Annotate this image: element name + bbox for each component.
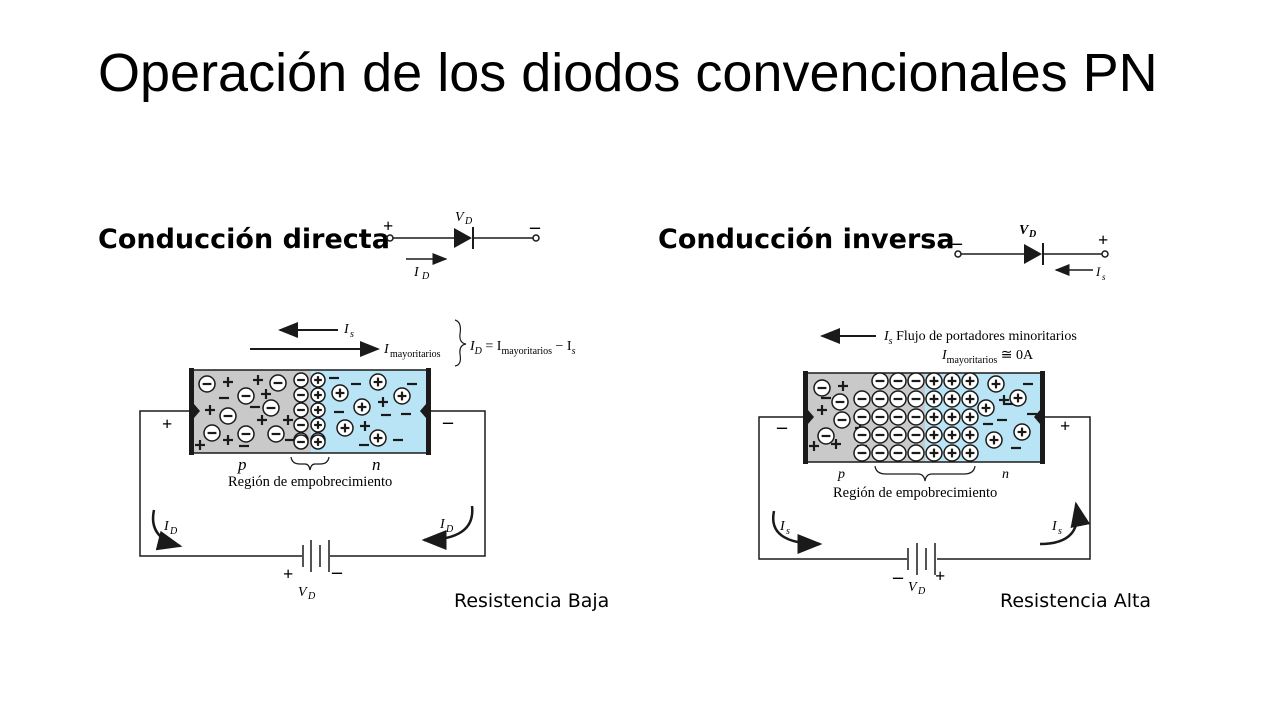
svg-text:D: D xyxy=(307,591,316,602)
forward-junction-diagram: I s I mayoritarios ID = Imayoritarios − … xyxy=(139,319,576,602)
forward-symbol-id-sub: D xyxy=(421,271,430,282)
reverse-caption: Resistencia Alta xyxy=(1000,590,1152,612)
svg-text:–: – xyxy=(331,561,343,583)
svg-text:D: D xyxy=(917,586,926,597)
forward-heading: Conducción directa xyxy=(98,224,390,255)
forward-symbol-minus: – xyxy=(529,216,541,238)
svg-text:ID = Imayoritarios − Is: ID = Imayoritarios − Is xyxy=(469,339,576,357)
reverse-heading: Conducción inversa xyxy=(658,224,955,255)
svg-text:–: – xyxy=(776,416,788,438)
svg-text:–: – xyxy=(892,566,904,588)
svg-text:I: I xyxy=(343,322,350,337)
forward-symbol-id: I xyxy=(413,265,420,280)
svg-text:n: n xyxy=(1002,467,1009,482)
svg-text:+: + xyxy=(935,566,945,586)
forward-caption: Resistencia Baja xyxy=(454,590,610,612)
svg-text:mayoritarios: mayoritarios xyxy=(390,349,441,360)
svg-text:Imayoritarios ≅ 0A: Imayoritarios ≅ 0A xyxy=(941,348,1034,366)
forward-symbol-vd: V xyxy=(455,210,465,225)
svg-text:+: + xyxy=(283,564,293,584)
svg-text:I: I xyxy=(1051,519,1058,534)
forward-carriers xyxy=(195,372,417,450)
svg-text:V: V xyxy=(908,580,918,595)
svg-text:I: I xyxy=(163,519,170,534)
svg-text:s: s xyxy=(350,329,354,340)
forward-diode-symbol: + – V D I D xyxy=(383,210,541,282)
forward-symbol-plus: + xyxy=(383,216,393,236)
svg-text:–: – xyxy=(442,411,454,433)
svg-text:+: + xyxy=(1060,416,1070,436)
svg-text:n: n xyxy=(372,455,381,474)
reverse-junction-diagram: Is Flujo de portadores minoritarios Imay… xyxy=(758,328,1091,597)
svg-text:s: s xyxy=(1058,526,1062,537)
reverse-symbol-vd-sub: D xyxy=(1028,229,1036,240)
svg-text:Región de empobrecimiento: Región de empobrecimiento xyxy=(833,485,997,501)
svg-text:I: I xyxy=(439,517,446,532)
slide-title: Operación de los diodos convencionales P… xyxy=(98,43,1158,103)
svg-text:V: V xyxy=(298,585,308,600)
reverse-carriers xyxy=(809,372,1037,462)
svg-text:s: s xyxy=(786,526,790,537)
reverse-symbol-is: I xyxy=(1095,264,1101,279)
svg-text:D: D xyxy=(445,524,454,535)
svg-text:Is Flujo de portadores minorit: Is Flujo de portadores minoritarios xyxy=(883,329,1077,347)
diode-triangle-icon xyxy=(454,228,472,248)
svg-text:Región de empobrecimiento: Región de empobrecimiento xyxy=(228,474,392,490)
svg-text:p: p xyxy=(837,467,845,482)
reverse-symbol-vd: V xyxy=(1019,223,1030,238)
diode-triangle-icon xyxy=(1024,244,1042,264)
reverse-diode-symbol: – + V D I s xyxy=(951,223,1109,282)
svg-text:+: + xyxy=(162,414,172,434)
reverse-symbol-plus: + xyxy=(1098,230,1108,250)
forward-symbol-vd-sub: D xyxy=(464,216,473,227)
reverse-symbol-minus: – xyxy=(951,232,963,254)
reverse-symbol-is-sub: s xyxy=(1102,272,1106,282)
svg-text:D: D xyxy=(169,526,178,537)
svg-text:p: p xyxy=(237,455,247,474)
svg-text:I: I xyxy=(383,342,390,357)
svg-text:I: I xyxy=(779,519,786,534)
